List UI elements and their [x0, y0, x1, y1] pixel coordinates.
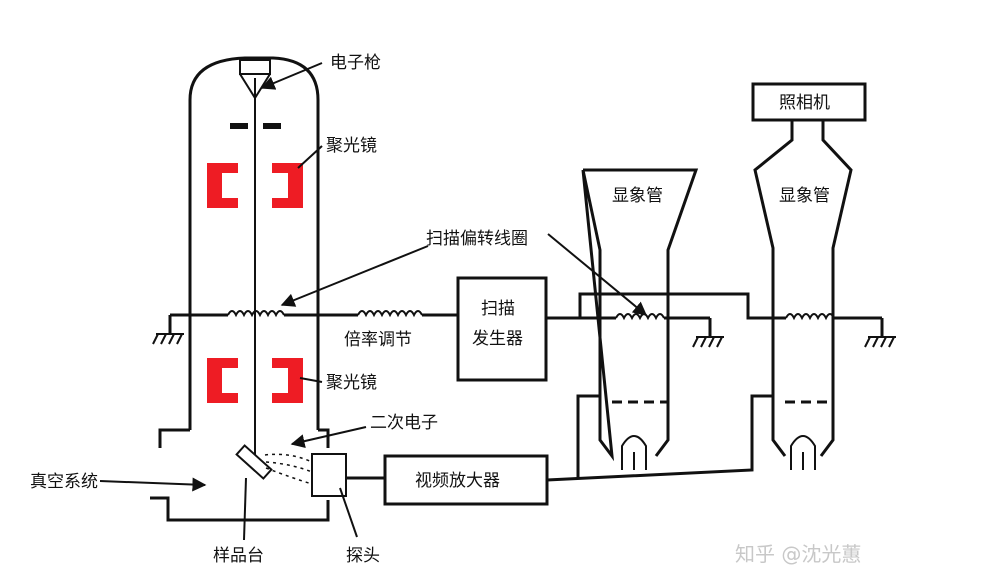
sample-stage-icon [235, 444, 273, 541]
label-video-amp: 视频放大器 [415, 471, 500, 491]
label-scan-coil: 扫描偏转线圈 [426, 229, 528, 249]
label-crt-2: 显象管 [779, 186, 830, 206]
scan-generator-box [456, 276, 548, 382]
label-scan-gen-1: 扫描 [481, 299, 515, 319]
aperture-icon [230, 123, 281, 129]
scan-circuit [152, 276, 896, 382]
label-scan-gen-2: 发生器 [472, 329, 523, 349]
condenser-lens-lower-icon [207, 358, 303, 403]
condenser-lens-upper-icon [207, 163, 303, 208]
label-condenser-upper: 聚光镜 [326, 136, 377, 156]
label-probe: 探头 [346, 546, 380, 566]
watermark: 知乎 @沈光蕙 [735, 542, 861, 566]
label-mag-adjust: 倍率调节 [344, 330, 412, 350]
crt-tube-2 [751, 82, 867, 470]
label-camera: 照相机 [779, 93, 830, 113]
label-electron-gun: 电子枪 [330, 53, 381, 73]
label-stage: 样品台 [213, 546, 264, 566]
label-condenser-lower: 聚光镜 [326, 373, 377, 393]
label-secondary-electron: 二次电子 [370, 413, 438, 433]
video-circuit [346, 394, 773, 506]
electron-column [150, 56, 347, 541]
crt-tube-1 [581, 168, 699, 470]
label-crt-1: 显象管 [612, 186, 663, 206]
leader-lines [99, 62, 648, 538]
camera-box [751, 82, 867, 122]
label-vacuum: 真空系统 [30, 472, 98, 492]
